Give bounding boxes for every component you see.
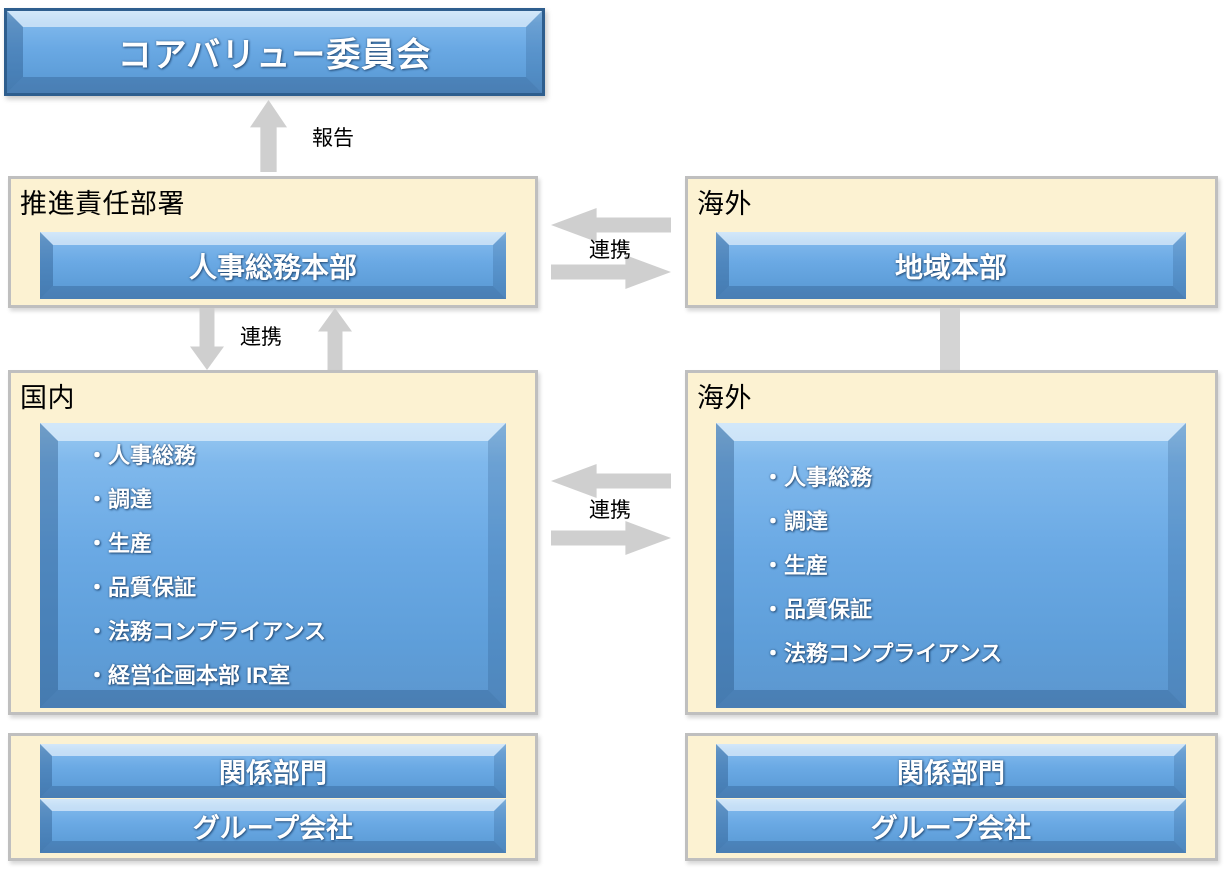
list-item: ・調達 [762,508,829,534]
link-arrow-up-icon [318,308,352,370]
report-arrow-up-icon [250,100,287,172]
promotion-responsible-panel-title: 推進責任部署 [20,189,185,219]
overseas-functions-list: ・人事総務 ・調達 ・生産 ・品質保証 ・法務コンプライアンス [716,423,1186,708]
overseas-group-companies-box[interactable]: グループ会社 [716,799,1186,853]
list-item: ・生産 [86,530,153,556]
regional-headquarters-box[interactable]: 地域本部 [716,232,1186,299]
link-edge-label-top: 連携 [589,239,631,262]
overseas-related-departments-box[interactable]: 関係部門 [716,744,1186,798]
hr-general-affairs-box[interactable]: 人事総務本部 [40,232,506,299]
bevel-top-edge [40,232,506,245]
hr-general-affairs-box-label: 人事総務本部 [188,251,357,283]
list-item: ・人事総務 [762,464,873,490]
bevel-bottom-edge [716,286,1186,299]
list-item: ・品質保証 [86,574,197,600]
list-item: ・法務コンプライアンス [762,640,1003,666]
link-arrow-right-mid-icon [551,521,671,555]
list-item: ・調達 [86,486,153,512]
bevel-bottom-edge [40,286,506,299]
regional-to-overseas-connector [940,308,960,370]
domestic-related-departments-label: 関係部門 [219,758,327,789]
list-item: ・人事総務 [86,442,197,468]
domestic-group-companies-box[interactable]: グループ会社 [40,799,506,853]
overseas-panel-title: 海外 [697,383,752,413]
domestic-panel-title: 国内 [20,383,75,413]
list-item: ・経営企画本部 IR室 [86,662,291,688]
committee-box[interactable]: コアバリュー委員会 [4,8,545,96]
link-arrow-left-top-icon [551,208,671,242]
domestic-group-companies-label: グループ会社 [192,813,354,844]
overseas-group-companies-label: グループ会社 [870,813,1032,844]
list-item: ・法務コンプライアンス [86,618,327,644]
committee-box-label: コアバリュー委員会 [117,36,432,75]
bevel-top-edge [7,11,542,27]
link-arrow-down-icon [190,308,224,370]
overseas-related-departments-label: 関係部門 [897,758,1005,789]
overseas-functions-box[interactable]: ・人事総務 ・調達 ・生産 ・品質保証 ・法務コンプライアンス [716,423,1186,708]
link-arrow-left-mid-icon [551,464,671,498]
list-item: ・生産 [762,552,829,578]
regional-headquarters-box-label: 地域本部 [894,251,1007,283]
link-edge-label-mid: 連携 [589,499,631,522]
overseas-regional-panel-title: 海外 [697,189,752,219]
report-edge-label: 報告 [312,127,354,150]
domestic-functions-list: ・人事総務 ・調達 ・生産 ・品質保証 ・法務コンプライアンス ・経営企画本部 … [40,423,506,708]
list-item: ・品質保証 [762,596,873,622]
bevel-top-edge [716,232,1186,245]
bevel-bottom-edge [7,77,542,93]
domestic-related-departments-box[interactable]: 関係部門 [40,744,506,798]
link-edge-label-vertical: 連携 [240,326,282,349]
domestic-functions-box[interactable]: ・人事総務 ・調達 ・生産 ・品質保証 ・法務コンプライアンス ・経営企画本部 … [40,423,506,708]
